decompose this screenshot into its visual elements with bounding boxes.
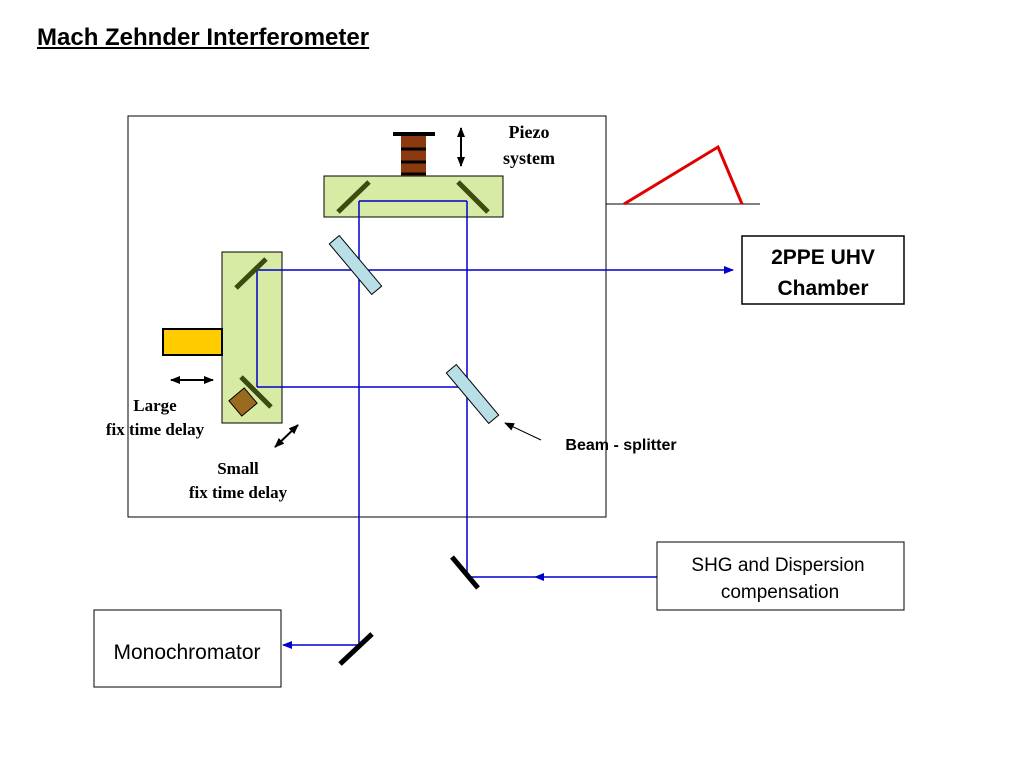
monochromator-label: Monochromator bbox=[113, 641, 260, 664]
monochromator-box bbox=[93, 609, 282, 688]
translation-block bbox=[162, 328, 223, 356]
slide-title: Mach Zehnder Interferometer bbox=[37, 24, 370, 51]
delay-stage bbox=[221, 251, 283, 424]
mirror-delay-bottom bbox=[239, 375, 273, 409]
small-delay-label: fix time delay bbox=[189, 483, 288, 502]
shg-label: SHG and Dispersion bbox=[691, 555, 864, 576]
small-delay-block bbox=[228, 387, 258, 417]
piezo-label: Piezo bbox=[509, 122, 550, 142]
mirror-output bbox=[338, 632, 374, 666]
interferometer-enclosure bbox=[127, 115, 607, 518]
large-delay-label: Large bbox=[133, 396, 177, 415]
pulse-shape bbox=[623, 144, 744, 206]
beam-splitter-pointer bbox=[504, 422, 542, 441]
small-delay-arrow bbox=[274, 424, 299, 448]
beam-splitter-bottom bbox=[445, 363, 500, 425]
mirror-delay-top bbox=[234, 257, 268, 290]
mirror-input bbox=[450, 555, 480, 590]
chamber-box bbox=[741, 235, 905, 305]
large-delay-label: fix time delay bbox=[106, 420, 205, 439]
chamber-label: Chamber bbox=[777, 277, 868, 300]
mirror-piezo-right bbox=[456, 180, 490, 214]
mirror-piezo-left bbox=[336, 180, 371, 214]
piezo-stack bbox=[401, 135, 426, 176]
small-delay-label: Small bbox=[217, 459, 259, 478]
shg-label: compensation bbox=[721, 582, 839, 603]
beam-splitter-label: Beam - splitter bbox=[565, 437, 676, 454]
shg-box bbox=[656, 541, 905, 611]
piezo-label: system bbox=[503, 148, 555, 168]
beam-splitter-top bbox=[328, 234, 383, 296]
chamber-label: 2PPE UHV bbox=[771, 246, 875, 269]
